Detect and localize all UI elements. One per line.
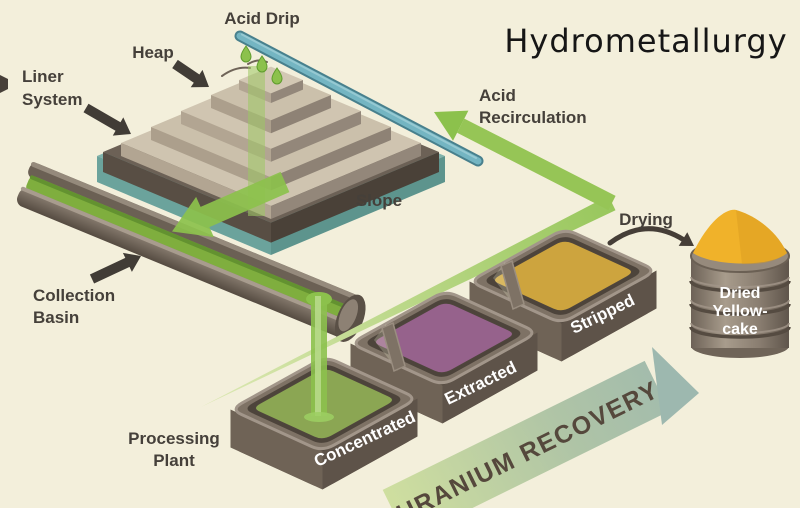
heap-label: Heap bbox=[132, 43, 174, 62]
yellowcake-barrel: Dried Yellow- cake bbox=[689, 209, 791, 358]
acid-drip-label: Acid Drip bbox=[224, 9, 300, 28]
title: Hydrometallurgy bbox=[504, 22, 787, 60]
acid-pipe bbox=[234, 30, 484, 167]
barrel-label-line: cake bbox=[722, 321, 758, 338]
leachate-arrow bbox=[172, 171, 290, 238]
processing-plant-label: Processing bbox=[128, 429, 220, 448]
edge-artifact bbox=[0, 75, 8, 93]
barrel-label-line: Dried bbox=[720, 285, 761, 302]
liner-system-label: Liner bbox=[22, 67, 64, 86]
acid-recirculation-label: Acid bbox=[479, 86, 516, 105]
collection-basin-label: Collection bbox=[33, 286, 115, 305]
drying-arrow bbox=[607, 226, 694, 246]
pour-stream bbox=[304, 292, 334, 422]
liner-system-label: System bbox=[22, 90, 82, 109]
yellowcake-mound bbox=[693, 209, 787, 264]
acid-recirculation-label: Recirculation bbox=[479, 108, 587, 127]
liner-pointer-arrow bbox=[83, 103, 131, 136]
barrel-label-line: Yellow- bbox=[712, 303, 767, 320]
basin-pointer-arrow bbox=[89, 252, 141, 284]
drying-label: Drying bbox=[619, 210, 673, 229]
collection-basin-label: Basin bbox=[33, 308, 79, 327]
processing-plant-label: Plant bbox=[153, 451, 195, 470]
recirculation-arrow bbox=[201, 110, 616, 407]
slope-label: Slope bbox=[356, 191, 402, 210]
heap-pointer-arrow bbox=[172, 59, 209, 88]
leachate-stripe bbox=[248, 66, 265, 216]
